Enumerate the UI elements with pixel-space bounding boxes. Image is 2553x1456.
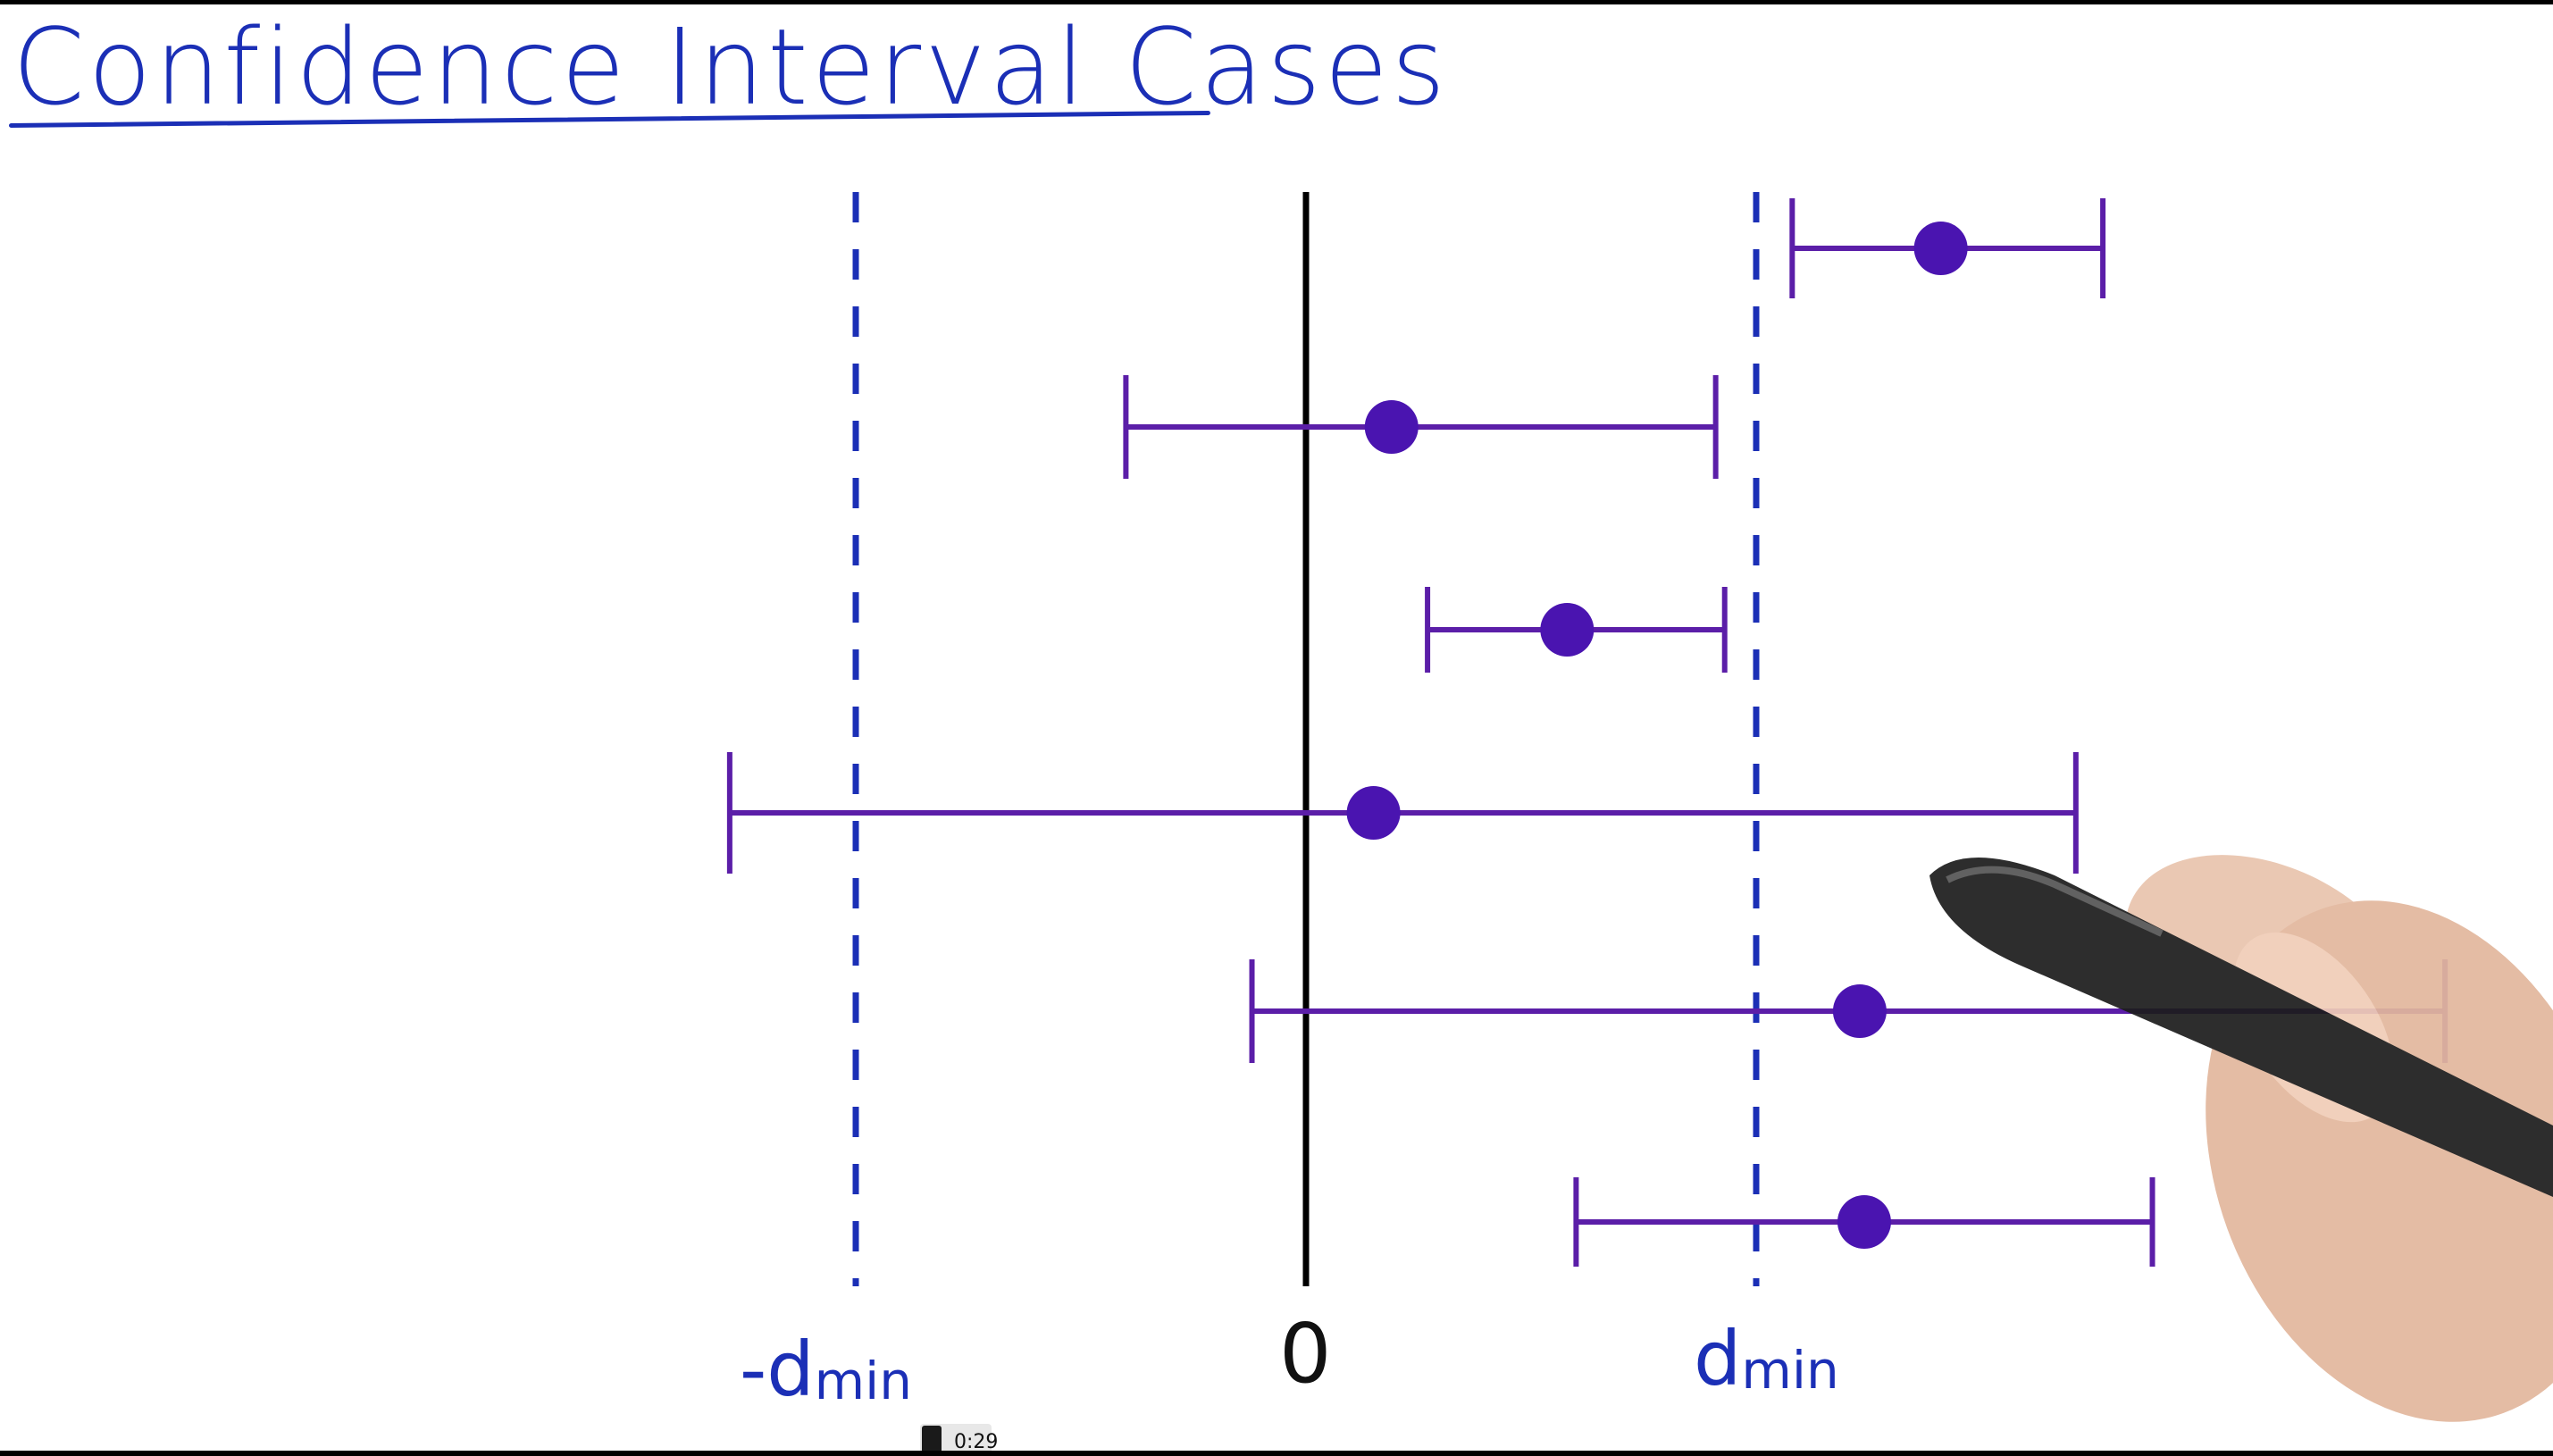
point-estimate (1364, 400, 1419, 454)
point-estimate (1346, 786, 1401, 840)
point-estimate (1913, 222, 1968, 275)
intervals (726, 198, 2448, 1267)
hand-with-marker (1929, 855, 2553, 1422)
frame-bottom-border (0, 1451, 2553, 1456)
scrubber-handle[interactable] (922, 1426, 942, 1454)
interval-1 (1789, 198, 2106, 298)
interval-6 (1573, 1177, 2155, 1267)
neg-dmin-label: -dmin (740, 1326, 912, 1413)
point-estimate (1540, 603, 1595, 657)
neg-dmin-prefix: -d (740, 1326, 815, 1413)
reference-lines (852, 192, 1760, 1286)
neg-dmin-subscript: min (814, 1351, 913, 1411)
dmin-label: dmin (1694, 1315, 1839, 1402)
point-estimate (1837, 1195, 1891, 1249)
page-title: Confidence Interval Cases (13, 5, 1449, 129)
dmin-prefix: d (1694, 1315, 1742, 1402)
dmin-subscript: min (1741, 1340, 1839, 1401)
zero-label: 0 (1279, 1306, 1332, 1402)
interval-4 (726, 752, 2079, 874)
playback-time: 0:29 (954, 1431, 999, 1453)
frame-top-border (0, 0, 2553, 4)
interval-2 (1123, 375, 1719, 479)
point-estimate (1832, 984, 1887, 1038)
interval-3 (1425, 587, 1728, 673)
